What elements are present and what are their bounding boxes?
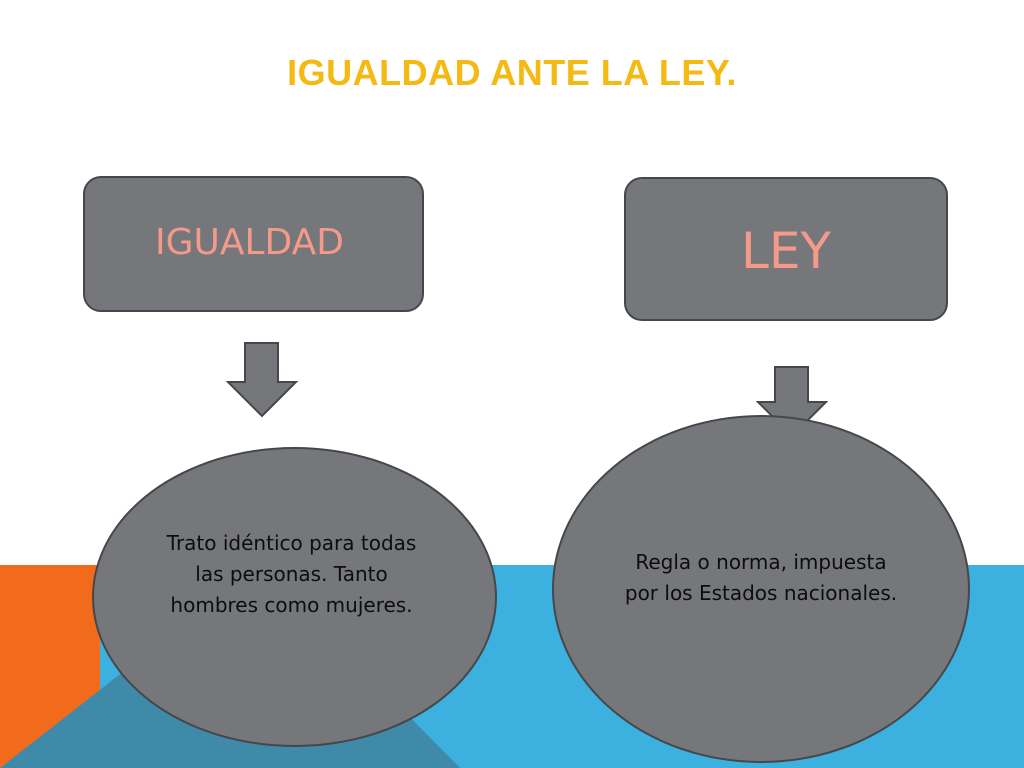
box-ley: LEY (624, 177, 948, 321)
definition-ley-text: Regla o norma, impuesta por los Estados … (624, 550, 898, 605)
box-igualdad: IGUALDAD (83, 176, 424, 312)
slide-title: IGUALDAD ANTE LA LEY. (287, 52, 737, 93)
box-ley-label: LEY (741, 222, 831, 280)
definition-oval-ley: Regla o norma, impuesta por los Estados … (552, 415, 970, 763)
box-igualdad-label: IGUALDAD (155, 221, 344, 263)
definition-igualdad-text: Trato idéntico para todas las personas. … (166, 531, 417, 617)
definition-oval-igualdad: Trato idéntico para todas las personas. … (92, 447, 497, 747)
down-arrow-left (226, 342, 298, 418)
